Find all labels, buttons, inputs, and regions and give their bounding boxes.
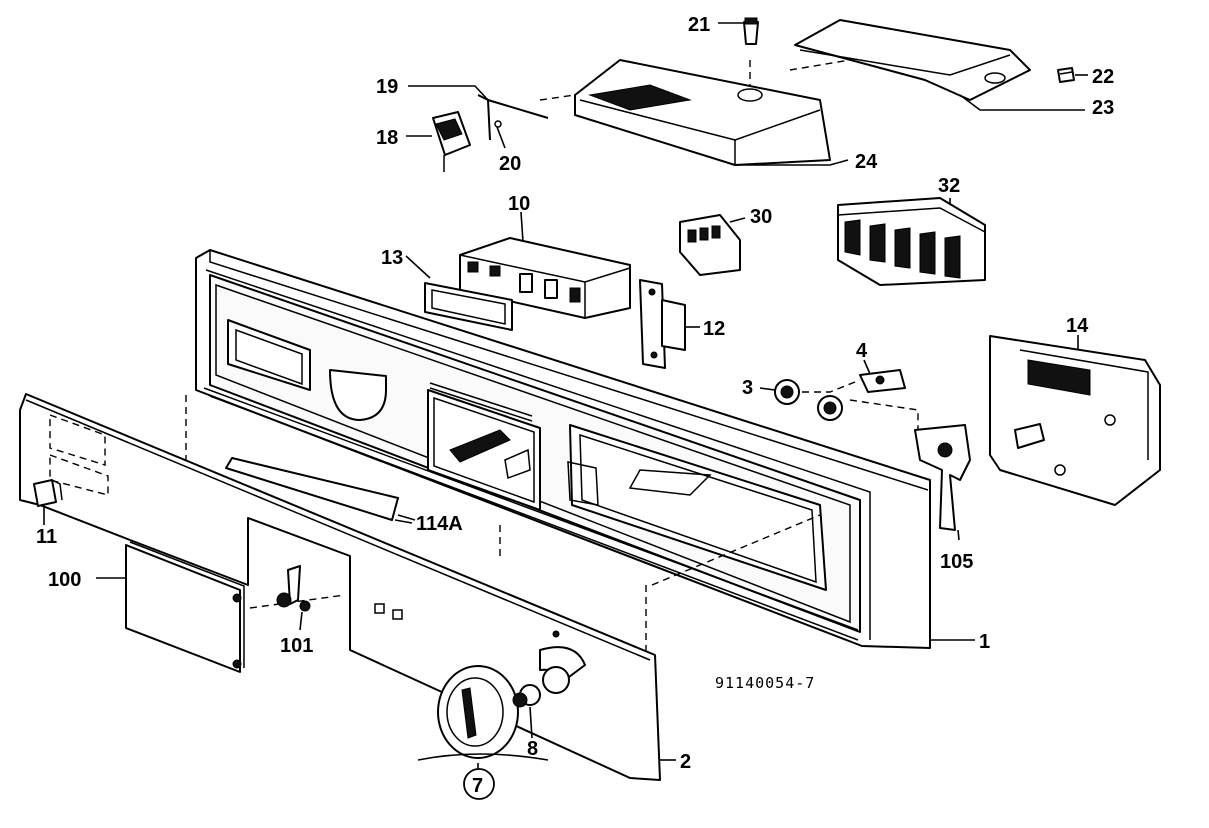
callout-114A: 114A (416, 513, 463, 535)
part-1-console-housing (195, 249, 931, 649)
callout-32: 32 (938, 175, 960, 197)
part-105-lever (914, 424, 971, 531)
callout-labels: 21 22 23 19 18 20 24 10 30 32 13 12 14 4… (36, 14, 1114, 800)
part-100-cover-plate (125, 541, 245, 673)
part-114A-strip (225, 457, 416, 521)
callout-24: 24 (855, 151, 878, 173)
part-20-small-pin (494, 120, 502, 128)
part-19-rod (477, 94, 549, 141)
part-32-terminal-strip (837, 197, 986, 286)
callout-105: 105 (940, 551, 973, 573)
callout-2: 2 (680, 751, 691, 773)
part-11-terminal-block (33, 479, 63, 507)
part-8-knob-insert (512, 684, 541, 708)
callout-21: 21 (688, 14, 710, 36)
callout-8: 8 (527, 738, 538, 760)
part-21-pin (743, 17, 759, 45)
callout-18: 18 (376, 127, 398, 149)
part-101-clip (276, 565, 311, 612)
part-14-programme-timer (989, 335, 1161, 506)
leader-lines (43, 22, 1088, 772)
callout-22: 22 (1092, 66, 1114, 88)
callout-4: 4 (856, 340, 868, 362)
callout-1: 1 (979, 631, 990, 653)
callout-100: 100 (48, 569, 81, 591)
callout-7-circle (463, 768, 495, 800)
callout-12: 12 (703, 318, 725, 340)
part-22-spring (1057, 67, 1075, 83)
part-24-dispenser-housing (574, 59, 831, 166)
part-30-connector (679, 214, 741, 276)
callout-7: 7 (472, 775, 483, 797)
part-7-control-knob (437, 665, 519, 759)
drawing-number: 91140054-7 (715, 674, 815, 692)
part-4-lamp-holder (859, 369, 906, 393)
part-3-indicator-lamps (774, 379, 843, 421)
callout-3: 3 (742, 377, 753, 399)
callout-23: 23 (1092, 97, 1114, 119)
callout-30: 30 (750, 206, 772, 228)
part-23-tray (794, 19, 1031, 101)
callout-10: 10 (508, 193, 530, 215)
callout-14: 14 (1066, 315, 1089, 337)
callout-11: 11 (36, 526, 57, 548)
callout-19: 19 (376, 76, 398, 98)
part-13-bezel (424, 282, 513, 331)
part-12-bracket (639, 279, 686, 369)
callout-13: 13 (381, 247, 403, 269)
callout-20: 20 (499, 153, 521, 175)
part-18-micro-switch (432, 111, 471, 172)
callout-101: 101 (280, 635, 313, 657)
